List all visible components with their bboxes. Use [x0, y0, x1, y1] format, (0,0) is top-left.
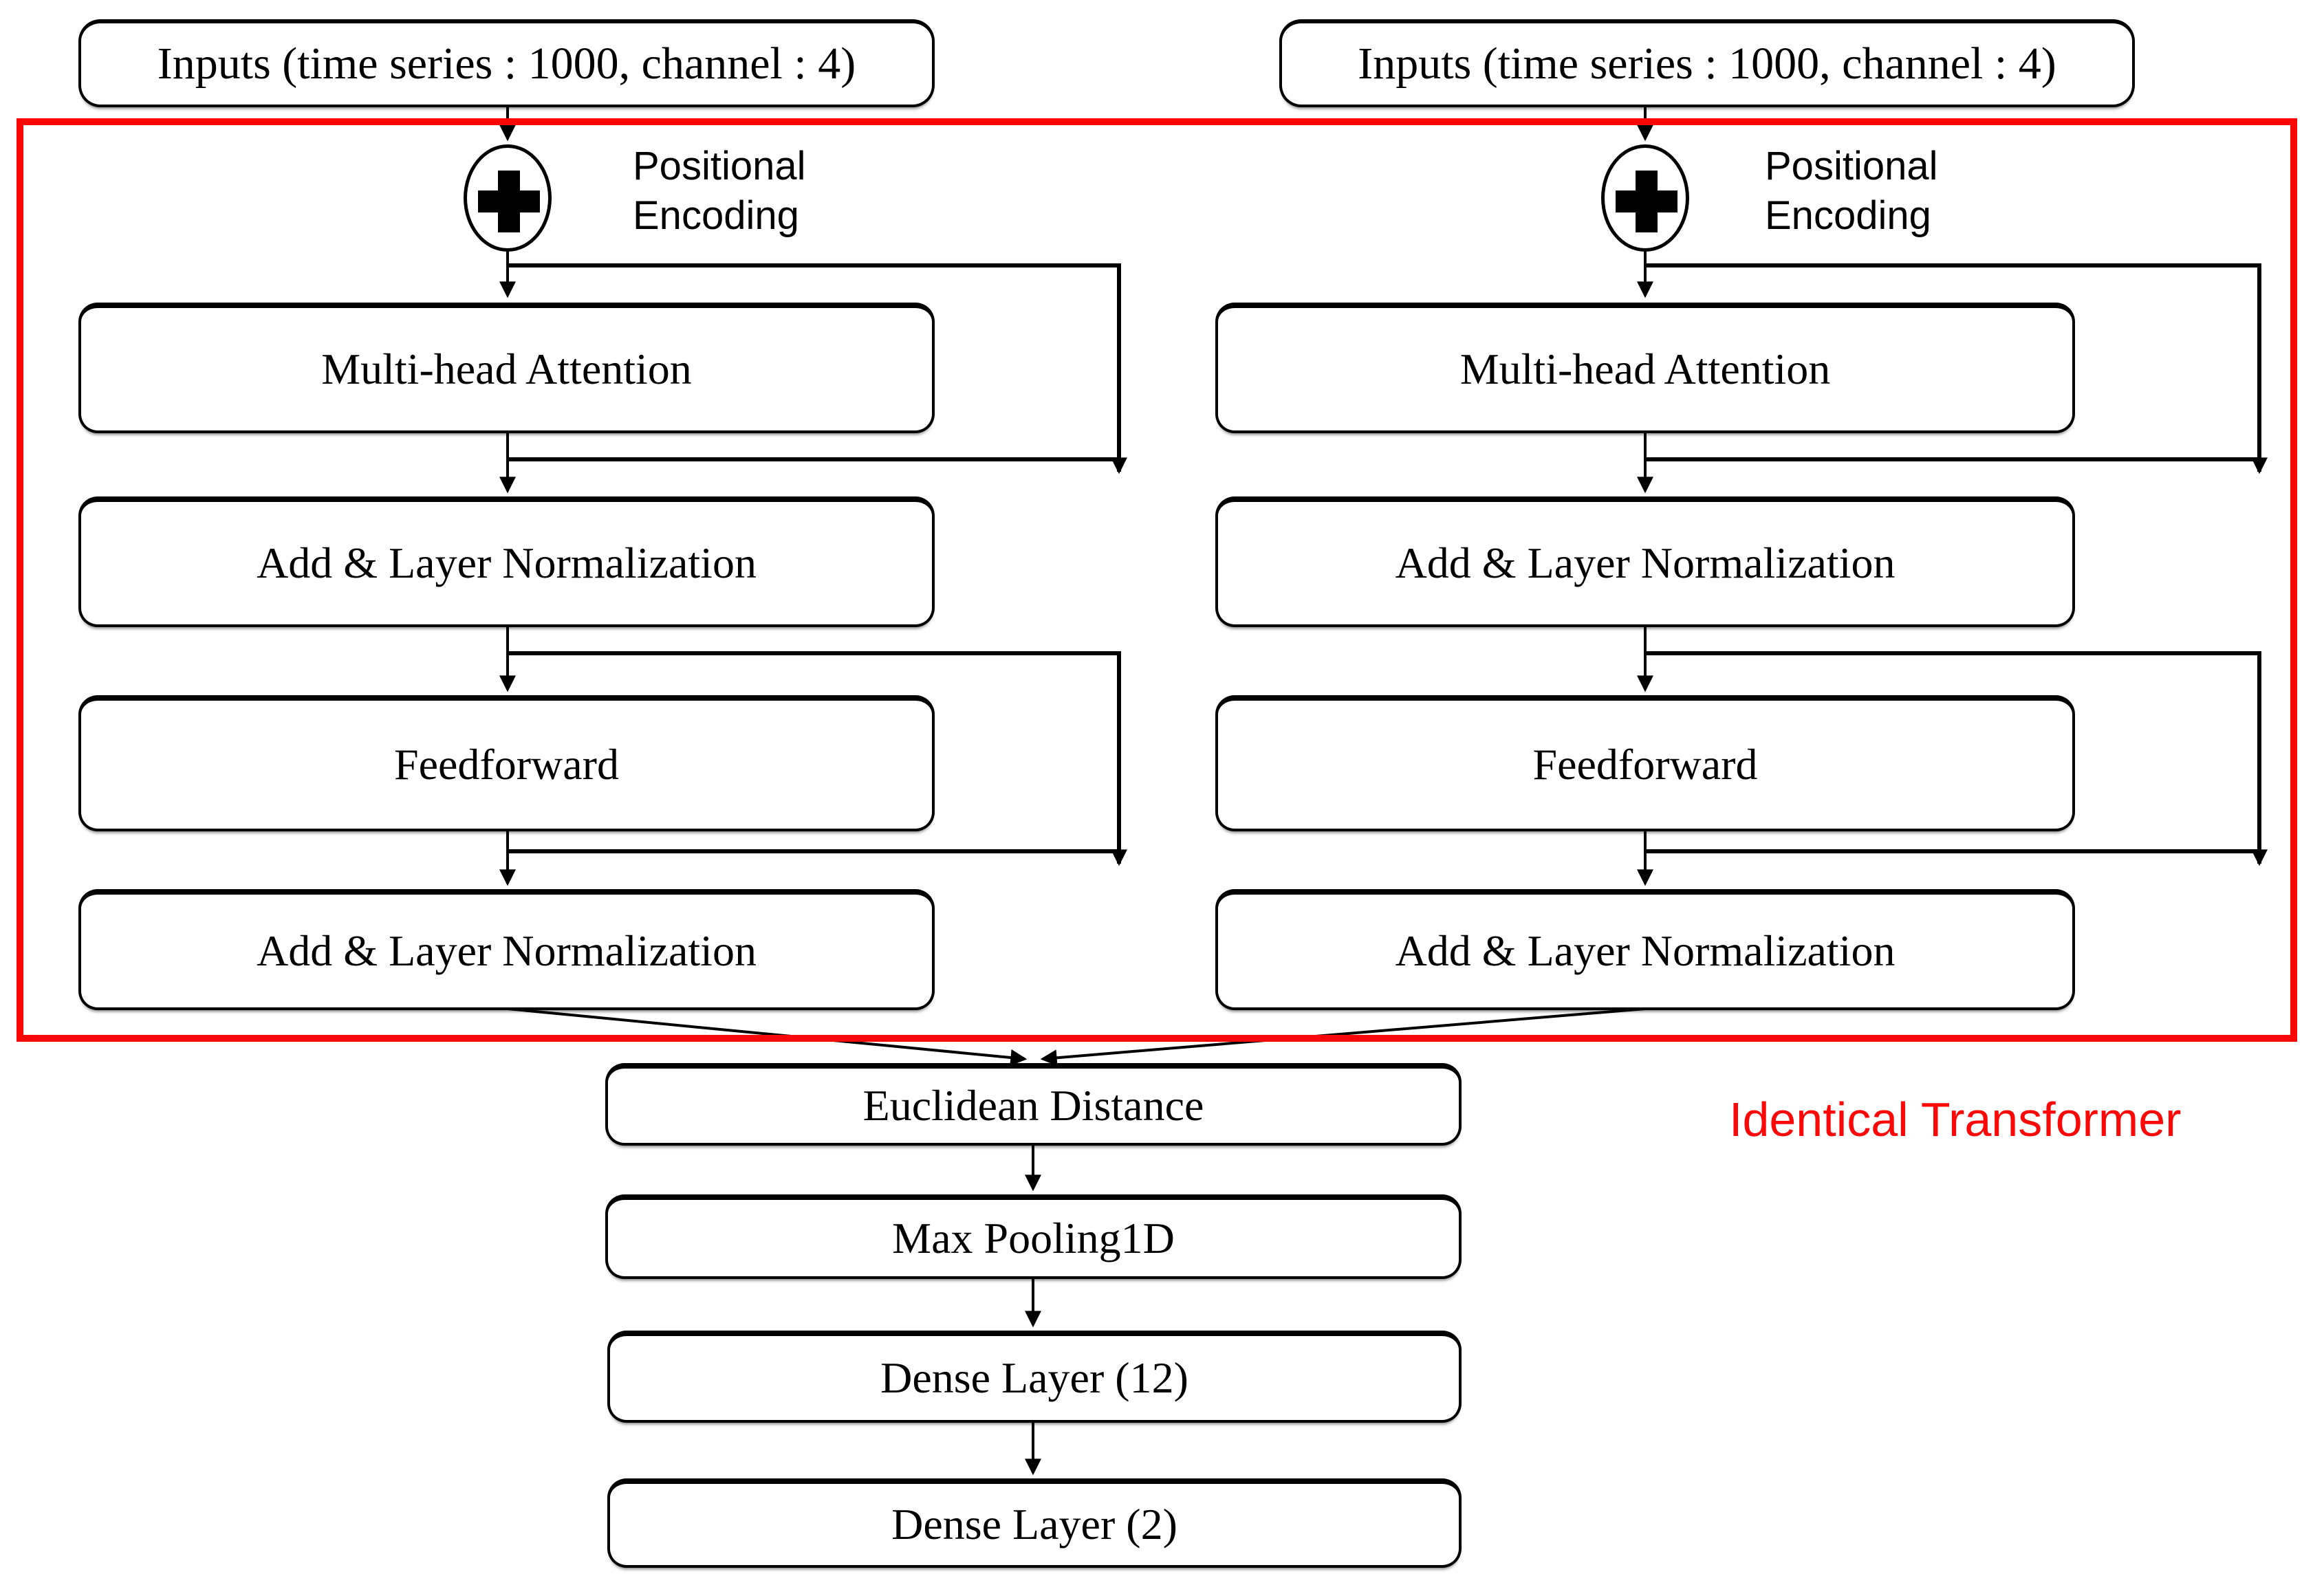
- feedforward-label: Feedforward: [394, 740, 619, 789]
- add-layer-norm2-box-left: Add & Layer Normalization: [78, 889, 935, 1010]
- positional-encoding-label-left: Positional Encoding: [633, 142, 805, 241]
- positional-encoding-line1: Positional: [1765, 144, 1938, 188]
- max-pooling-label: Max Pooling1D: [892, 1213, 1175, 1262]
- multi-head-attention-box-right: Multi-head Attention: [1215, 303, 2075, 433]
- dense-layer-2-box: Dense Layer (2): [607, 1478, 1462, 1568]
- arrow-left-branch-to-euclidean: [507, 1007, 1028, 1066]
- add-layer-norm2-label: Add & Layer Normalization: [1395, 926, 1896, 975]
- positional-encoding-line2: Encoding: [1765, 193, 1931, 238]
- max-pooling-box: Max Pooling1D: [605, 1194, 1462, 1279]
- dense-layer-2-label: Dense Layer (2): [891, 1500, 1177, 1549]
- dense-layer-12-label: Dense Layer (12): [880, 1353, 1188, 1402]
- add-layer-norm2-label: Add & Layer Normalization: [257, 926, 757, 975]
- positional-encoding-node-left: [464, 144, 552, 252]
- identical-transformer-boundary: [17, 118, 2297, 1042]
- feedforward-box-right: Feedforward: [1215, 695, 2075, 831]
- add-layer-norm1-label: Add & Layer Normalization: [257, 538, 757, 587]
- positional-encoding-line2: Encoding: [633, 193, 799, 238]
- input-box-left: Inputs (time series : 1000, channel : 4): [78, 19, 935, 107]
- feedforward-label: Feedforward: [1532, 740, 1758, 789]
- euclidean-distance-box: Euclidean Distance: [605, 1063, 1462, 1146]
- dense-layer-12-box: Dense Layer (12): [607, 1331, 1462, 1423]
- add-layer-norm1-box-left: Add & Layer Normalization: [78, 496, 935, 627]
- input-label-right: Inputs (time series : 1000, channel : 4): [1358, 39, 2056, 89]
- input-box-right: Inputs (time series : 1000, channel : 4): [1279, 19, 2135, 107]
- add-layer-norm2-box-right: Add & Layer Normalization: [1215, 889, 2075, 1010]
- feedforward-box-left: Feedforward: [78, 695, 935, 831]
- input-label-left: Inputs (time series : 1000, channel : 4): [157, 39, 856, 89]
- euclidean-distance-label: Euclidean Distance: [862, 1081, 1204, 1130]
- add-layer-norm1-label: Add & Layer Normalization: [1395, 538, 1896, 587]
- multi-head-attention-label: Multi-head Attention: [1459, 345, 1831, 393]
- multi-head-attention-box-left: Multi-head Attention: [78, 303, 935, 433]
- positional-encoding-node-right: [1601, 144, 1689, 252]
- add-layer-norm1-box-right: Add & Layer Normalization: [1215, 496, 2075, 627]
- multi-head-attention-label: Multi-head Attention: [321, 345, 692, 393]
- positional-encoding-label-right: Positional Encoding: [1765, 142, 1937, 241]
- positional-encoding-line1: Positional: [633, 144, 806, 188]
- identical-transformer-label: Identical Transformer: [1729, 1093, 2182, 1146]
- arrow-right-branch-to-euclidean: [1040, 1007, 1646, 1067]
